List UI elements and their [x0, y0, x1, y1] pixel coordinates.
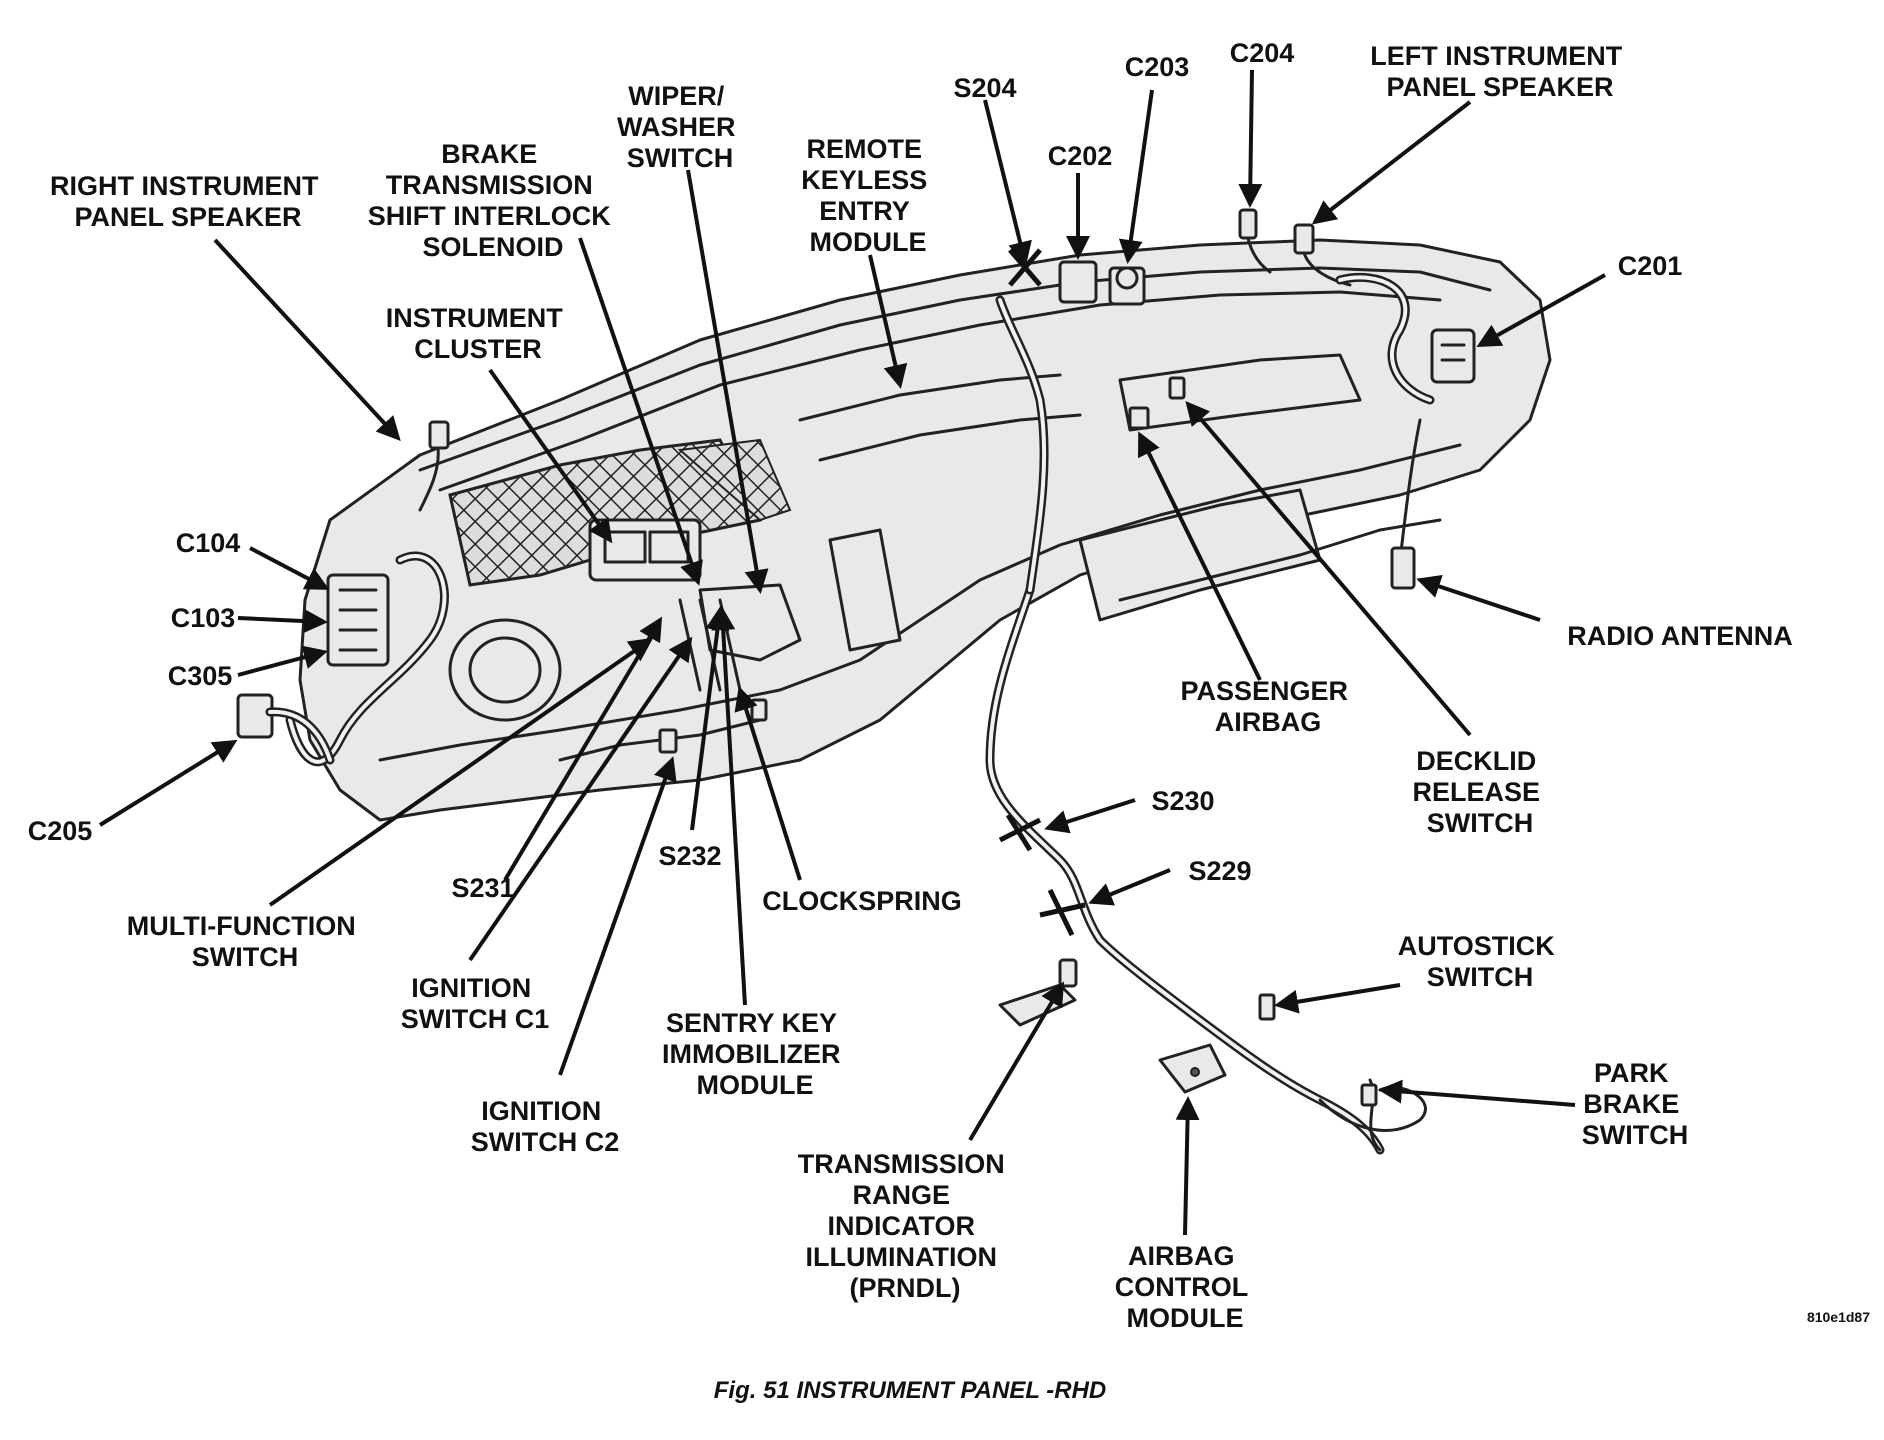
label-s232: S232 [658, 841, 721, 871]
leader-s230 [1044, 798, 1136, 834]
label-c201: C201 [1618, 251, 1683, 281]
leader-decklid-release [1185, 400, 1472, 737]
leader-sentry-key [711, 606, 747, 1006]
leader-radio-antenna [1416, 574, 1541, 622]
label-right-instrument-panel-speaker: RIGHT INSTRUMENT PANEL SPEAKER [50, 171, 326, 232]
label-instrument-cluster: INSTRUMENT CLUSTER [386, 303, 571, 364]
leader-passenger-airbag [1138, 431, 1262, 681]
leader-s229 [1088, 868, 1171, 906]
label-c202: C202 [1048, 141, 1113, 171]
leader-autostick [1274, 983, 1401, 1014]
leader-s232 [690, 606, 730, 831]
label-ignition-switch-c2: IGNITION SWITCH C2 [471, 1096, 620, 1157]
label-brake-transmission-shift-interlock-solenoid: BRAKE TRANSMISSION SHIFT INTERLOCK SOLEN… [368, 139, 619, 262]
leader-left-speaker [1311, 100, 1472, 225]
label-s230: S230 [1151, 786, 1214, 816]
leader-s204 [983, 99, 1032, 266]
leader-c305 [237, 645, 328, 677]
leader-c103 [237, 609, 328, 634]
figure-caption: Fig. 51 INSTRUMENT PANEL -RHD [714, 1377, 1106, 1404]
label-c104: C104 [176, 528, 241, 558]
leader-park-brake [1378, 1079, 1576, 1107]
label-c205: C205 [28, 816, 93, 846]
label-transmission-range-indicator-illumination: TRANSMISSION RANGE INDICATOR ILLUMINATIO… [798, 1149, 1013, 1303]
label-airbag-control-module: AIRBAG CONTROL MODULE [1115, 1241, 1256, 1333]
leader-c204 [1238, 69, 1263, 208]
label-s231: S231 [451, 873, 514, 903]
leader-s231 [503, 616, 663, 882]
label-c204: C204 [1230, 38, 1295, 68]
leader-ignition-c1 [468, 636, 693, 962]
label-radio-antenna: RADIO ANTENNA [1567, 621, 1793, 651]
label-autostick-switch: AUTOSTICK SWITCH [1398, 931, 1563, 992]
callout-labels: RIGHT INSTRUMENT PANEL SPEAKER BRAKE TRA… [28, 38, 1793, 1333]
leader-lines [98, 69, 1606, 1236]
leader-btsi-solenoid [578, 237, 703, 586]
label-left-instrument-panel-speaker: LEFT INSTRUMENT PANEL SPEAKER [1370, 41, 1630, 102]
leader-right-speaker [213, 238, 401, 441]
label-remote-keyless-entry-module: REMOTE KEYLESS ENTRY MODULE [801, 134, 935, 257]
leader-c203 [1118, 89, 1154, 264]
splice-s230-mark [998, 813, 1042, 852]
splice-s229-mark [1039, 888, 1086, 937]
figure-id: 810e1d87 [1807, 1309, 1870, 1325]
leader-airbag-control [1175, 1096, 1200, 1236]
label-c203: C203 [1125, 52, 1190, 82]
leader-c104 [249, 546, 330, 590]
leader-prndl [968, 981, 1065, 1142]
leader-instrument-cluster [488, 368, 613, 544]
label-s204: S204 [953, 73, 1016, 103]
leader-wiper-washer [686, 169, 769, 594]
label-c103: C103 [171, 603, 236, 633]
leader-ignition-c2 [558, 756, 677, 1076]
leader-c201 [1476, 273, 1606, 347]
label-clockspring: CLOCKSPRING [762, 886, 962, 916]
label-passenger-airbag: PASSENGER AIRBAG [1180, 676, 1355, 737]
label-ignition-switch-c1: IGNITION SWITCH C1 [401, 973, 550, 1034]
leader-multi-function [268, 637, 654, 907]
label-s229: S229 [1188, 856, 1251, 886]
leader-c205 [98, 739, 238, 827]
leader-rke-module [868, 254, 908, 389]
leader-clockspring [734, 686, 802, 881]
label-decklid-release-switch: DECKLID RELEASE SWITCH [1412, 746, 1547, 838]
label-c305: C305 [168, 661, 233, 691]
label-sentry-key-immobilizer-module: SENTRY KEY IMMOBILIZER MODULE [662, 1008, 848, 1100]
label-park-brake-switch: PARK BRAKE SWITCH [1582, 1058, 1688, 1150]
label-multi-function-switch: MULTI-FUNCTION SWITCH [127, 911, 363, 972]
label-wiper-washer-switch: WIPER/ WASHER SWITCH [617, 81, 743, 173]
